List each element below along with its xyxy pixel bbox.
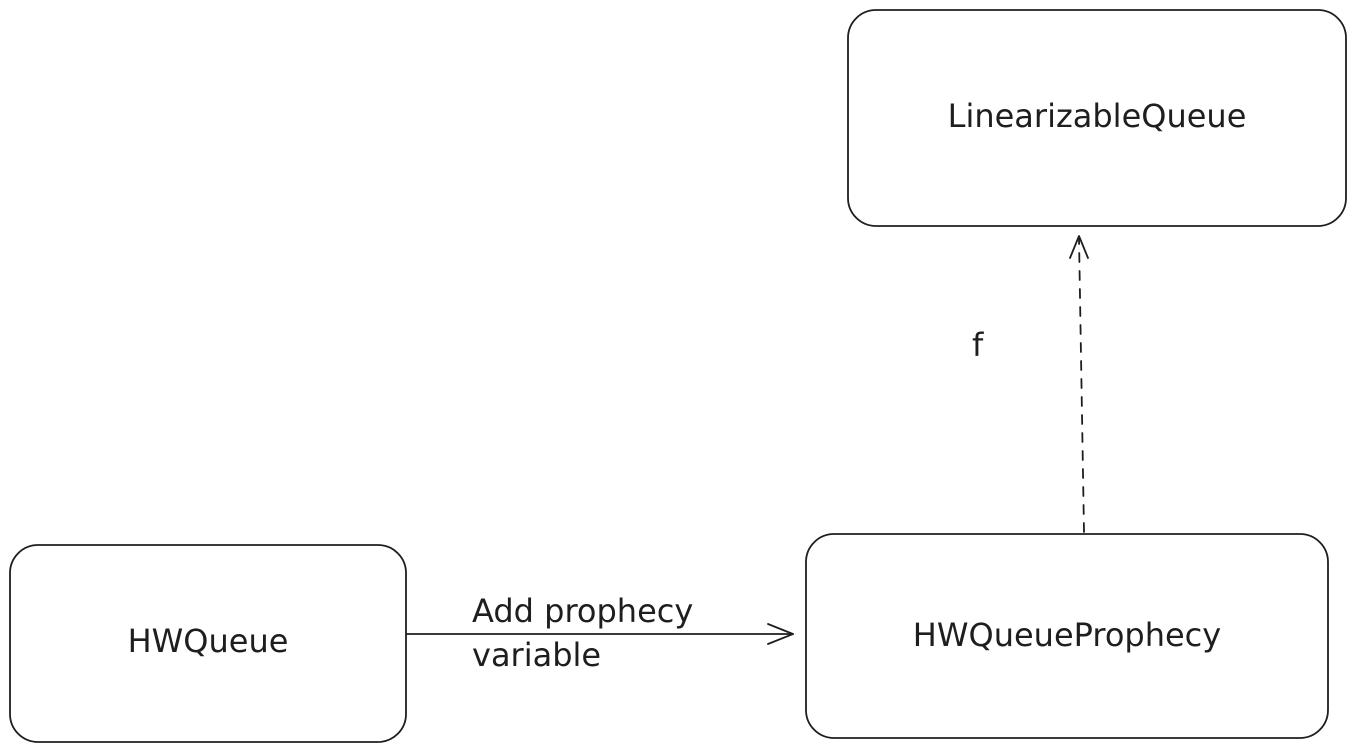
edge-refinement-map[interactable]: f <box>972 235 1089 533</box>
edge-add-prophecy-arrowhead <box>767 623 794 645</box>
edge-add-prophecy-label-line2: variable <box>472 636 601 674</box>
node-linearizable-queue-label: LinearizableQueue <box>948 97 1247 135</box>
node-linearizable-queue-box <box>847 9 1347 227</box>
edge-refinement-map-label: f <box>972 326 984 364</box>
node-hw-queue-prophecy-label: HWQueueProphecy <box>913 616 1221 654</box>
node-hw-queue-label: HWQueue <box>128 622 289 660</box>
node-hw-queue-prophecy[interactable]: HWQueueProphecy <box>805 533 1329 739</box>
edge-refinement-map-arrowhead <box>1069 235 1089 259</box>
node-hw-queue-prophecy-box <box>805 533 1329 739</box>
node-hw-queue-box <box>9 544 407 743</box>
node-hw-queue[interactable]: HWQueue <box>9 544 407 743</box>
node-linearizable-queue[interactable]: LinearizableQueue <box>847 9 1347 227</box>
edge-refinement-map-line <box>1078 237 1085 533</box>
edge-add-prophecy[interactable]: Add prophecy variable <box>406 592 794 674</box>
edge-add-prophecy-label-line1: Add prophecy <box>472 592 693 630</box>
